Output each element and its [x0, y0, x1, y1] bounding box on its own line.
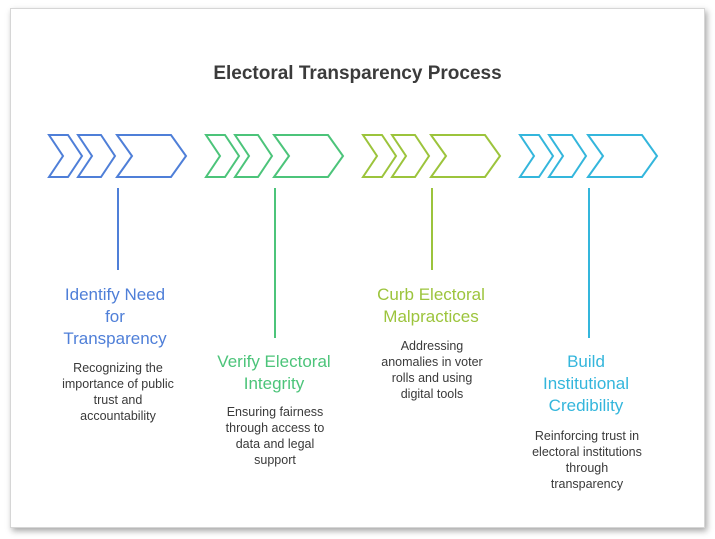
- step-2-chevron-small-a: [204, 134, 241, 178]
- step-2-heading-line-1: Verify Electoral: [217, 352, 331, 371]
- step-3-description-line-2: anomalies in voter: [381, 355, 483, 369]
- step-3-heading: Curb Electoral Malpractices: [356, 284, 506, 328]
- step-2-description: Ensuring fairness through access to data…: [195, 404, 355, 468]
- step-2-description-line-2: through access to: [225, 421, 325, 435]
- step-4-heading: Build Institutional Credibility: [511, 351, 661, 417]
- step-1-heading: Identify Need for Transparency: [40, 284, 190, 350]
- step-2-heading: Verify Electoral Integrity: [196, 351, 352, 395]
- step-2-description-line-3: data and legal: [235, 437, 315, 451]
- step-4-description: Reinforcing trust in electoral instituti…: [506, 428, 668, 492]
- step-3-description-line-3: rolls and using: [391, 371, 473, 385]
- step-1-heading-line-2: for: [105, 307, 125, 326]
- step-4-description-line-1: Reinforcing trust in: [534, 429, 640, 443]
- step-4-chevron-large: [586, 134, 659, 178]
- diagram-title: Electoral Transparency Process: [213, 63, 502, 84]
- step-1-connector-line: [117, 188, 119, 270]
- step-3-description: Addressing anomalies in voter rolls and …: [352, 338, 512, 402]
- step-3-chevron-large: [429, 134, 502, 178]
- step-2-connector-line: [274, 188, 276, 338]
- step-4-description-line-4: transparency: [550, 477, 624, 491]
- step-3-connector-line: [431, 188, 433, 270]
- step-4-heading-line-3: Credibility: [548, 396, 624, 415]
- step-2-chevron-large: [272, 134, 345, 178]
- step-1-description-line-2: importance of public: [62, 377, 174, 391]
- step-4-chevron-small-b: [547, 134, 588, 178]
- step-3-chevron-small-a: [361, 134, 398, 178]
- step-1-chevron-icon: [47, 134, 188, 178]
- step-1-description-line-3: trust and: [93, 393, 143, 407]
- step-4-heading-line-1: Build: [567, 352, 605, 371]
- step-2-description-line-4: support: [254, 453, 296, 467]
- step-1-chevron-large: [115, 134, 188, 178]
- step-3-description-line-1: Addressing: [400, 339, 464, 353]
- step-4-chevron-icon: [518, 134, 659, 178]
- step-1-chevron-small-a: [47, 134, 84, 178]
- step-1-description-line-4: accountability: [80, 409, 156, 423]
- step-4-chevron-small-a: [518, 134, 555, 178]
- step-2-chevron-icon: [204, 134, 345, 178]
- step-1-description-line-1: Recognizing the: [73, 361, 163, 375]
- step-1-description: Recognizing the importance of public tru…: [38, 360, 198, 424]
- step-3-chevron-small-b: [390, 134, 431, 178]
- step-4-description-line-2: electoral institutions: [532, 445, 642, 459]
- step-2-heading-line-2: Integrity: [243, 374, 305, 393]
- step-1-chevron-small-b: [76, 134, 117, 178]
- step-2-description-line-1: Ensuring fairness: [226, 405, 324, 419]
- step-2-chevron-small-b: [233, 134, 274, 178]
- step-4-description-line-3: through: [565, 461, 609, 475]
- step-3-heading-line-2: Malpractices: [383, 307, 479, 326]
- step-4-connector-line: [588, 188, 590, 338]
- step-3-heading-line-1: Curb Electoral: [377, 285, 485, 304]
- step-1-heading-line-1: Identify Need: [64, 285, 166, 304]
- step-3-chevron-icon: [361, 134, 502, 178]
- step-3-description-line-4: digital tools: [400, 387, 464, 401]
- step-4-heading-line-2: Institutional: [543, 374, 629, 393]
- step-1-heading-line-3: Transparency: [63, 329, 167, 348]
